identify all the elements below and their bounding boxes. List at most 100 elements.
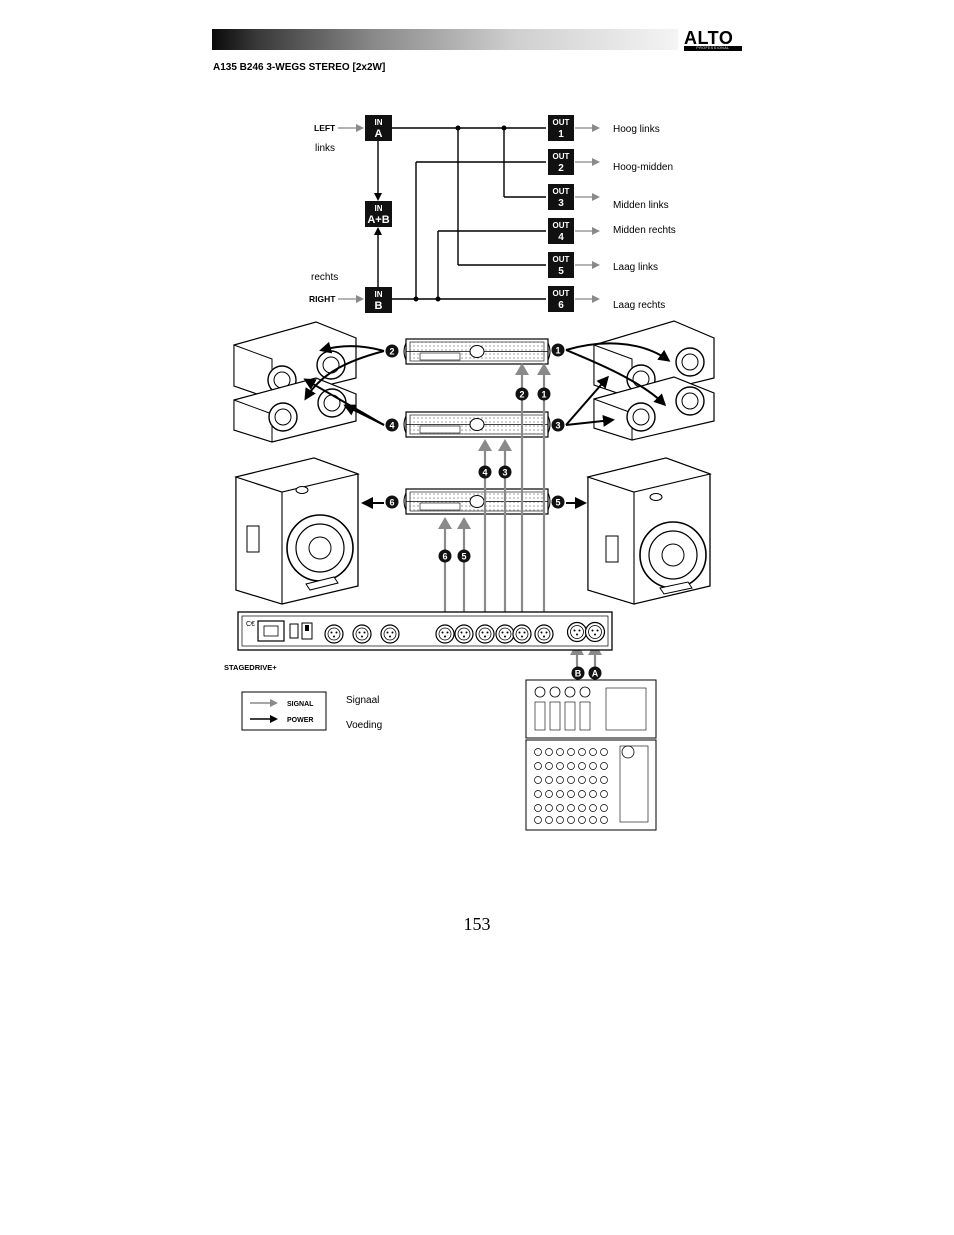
output-xlr-connector-4 [495, 624, 515, 644]
output-block-line1: OUT [553, 118, 570, 127]
amp-badge-5-label: 6 [389, 498, 394, 508]
input-label-links: links [315, 143, 335, 154]
legend-power-tag: POWER [287, 717, 313, 724]
output-label-3: Midden links [613, 200, 669, 211]
legend-signal-tag: SIGNAL [287, 701, 314, 708]
input-tag-right: RIGHT [309, 294, 336, 304]
amplifier-2 [403, 411, 551, 438]
cable-badge-3-label: 4 [482, 468, 487, 478]
amp-badge-4: 3 [551, 418, 565, 432]
ce-mark-icon: C€ [246, 621, 255, 628]
mixer-console [525, 679, 657, 831]
input-block-line2: A+B [367, 214, 389, 226]
legend-power-label: Voeding [346, 720, 382, 731]
mixer-badge-2: A [588, 666, 602, 680]
output-block-line1: OUT [553, 289, 570, 298]
speaker-cabinet-top-left [233, 321, 357, 400]
brand-name: ALTO [684, 28, 734, 48]
output-block-line2: 4 [558, 232, 564, 243]
output-xlr-connector-6 [534, 624, 554, 644]
cable-badge-5-label: 6 [442, 552, 447, 562]
input-block-line1: IN [375, 204, 383, 213]
output-block-2: OUT 2 Hoog-midden [548, 149, 673, 175]
brand-logo: ALTO PROFESSIONAL [684, 29, 742, 51]
output-block-line2: 5 [558, 266, 564, 277]
cable-badge-1-label: 2 [519, 390, 524, 400]
output-xlr-connector-3 [475, 624, 495, 644]
output-xlr-connector-2 [454, 624, 474, 644]
amp-badge-2-label: 1 [555, 346, 560, 356]
input-block-line2: B [375, 300, 383, 312]
amp-badge-6-label: 5 [555, 498, 560, 508]
amp-badge-1: 2 [385, 344, 399, 358]
cable-badge-5: 6 [438, 549, 452, 563]
processor-label: STAGEDRIVE+ [224, 663, 277, 672]
input-label-rechts: rechts [311, 272, 338, 283]
output-label-4: Midden rechts [613, 225, 676, 236]
output-xlr-connector-1 [435, 624, 455, 644]
input-tag-left: LEFT [314, 123, 336, 133]
input-xlr-connector-2 [584, 621, 606, 643]
input-block-line1: IN [375, 290, 383, 299]
cable-badge-2: 1 [537, 387, 551, 401]
amp-badge-1-label: 2 [389, 347, 394, 357]
aux-xlr-connector-2 [352, 624, 372, 644]
amplifier-rack [403, 338, 551, 515]
legend-box: SIGNAL POWER [241, 691, 327, 731]
brand-subtitle: PROFESSIONAL [684, 46, 742, 51]
output-block-5: OUT 5 Laag links [548, 252, 658, 278]
speaker-cabinet-bottom-right [593, 376, 715, 441]
input-block-1: INA [365, 115, 392, 141]
output-label-6: Laag rechts [613, 300, 665, 311]
amp-badge-3: 4 [385, 418, 399, 432]
subwoofer-left [233, 457, 360, 605]
mixer-badge-1-label: B [575, 669, 582, 679]
cable-badge-4-label: 3 [502, 468, 507, 478]
output-block-line2: 6 [558, 300, 564, 311]
output-xlr-connector-5 [512, 624, 532, 644]
fuse-holder-icon [289, 623, 299, 639]
amp-badge-4-label: 3 [555, 421, 560, 431]
speaker-stack-left [233, 321, 357, 443]
cable-badge-4: 3 [498, 465, 512, 479]
speaker-cabinet-bottom-left [233, 377, 357, 443]
output-label-5: Laag links [613, 262, 658, 273]
output-block-6: OUT 6 Laag rechts [548, 286, 665, 312]
subwoofer-right [585, 457, 712, 605]
output-block-line2: 1 [558, 129, 564, 140]
input-block-3: INB [365, 287, 392, 313]
output-block-line1: OUT [553, 152, 570, 161]
amp-badge-5: 6 [385, 495, 399, 509]
output-block-4: OUT 4 Midden rechts [548, 218, 676, 244]
output-label-2: Hoog-midden [613, 162, 673, 173]
output-block-line1: OUT [553, 187, 570, 196]
output-block-3: OUT 3 Midden links [548, 184, 669, 211]
cable-badge-2-label: 1 [541, 390, 546, 400]
cable-badge-6: 5 [457, 549, 471, 563]
input-block-line1: IN [375, 118, 383, 127]
amp-badge-6: 5 [551, 495, 565, 509]
output-block-line2: 2 [558, 163, 564, 174]
output-block-line2: 3 [558, 198, 564, 209]
processor-unit: C€ [237, 611, 613, 651]
mixer-badge-1: B [571, 666, 585, 680]
legend-signal-label: Signaal [346, 695, 379, 706]
speaker-stack-right [593, 320, 715, 441]
mixer-badge-2-label: A [592, 669, 599, 679]
output-block-line1: OUT [553, 221, 570, 230]
output-block-line1: OUT [553, 255, 570, 264]
amplifier-1 [403, 338, 551, 365]
power-connections [303, 341, 671, 509]
aux-xlr-connector-1 [324, 624, 344, 644]
cable-badge-6-label: 5 [461, 552, 466, 562]
cable-badge-1: 2 [515, 387, 529, 401]
input-block-line2: A [375, 128, 383, 140]
cable-badge-3: 4 [478, 465, 492, 479]
input-block-2: INA+B [365, 201, 392, 227]
page-title: A135 B246 3-WEGS STEREO [2x2W] [213, 62, 386, 73]
input-xlr-connector-1 [566, 621, 588, 643]
